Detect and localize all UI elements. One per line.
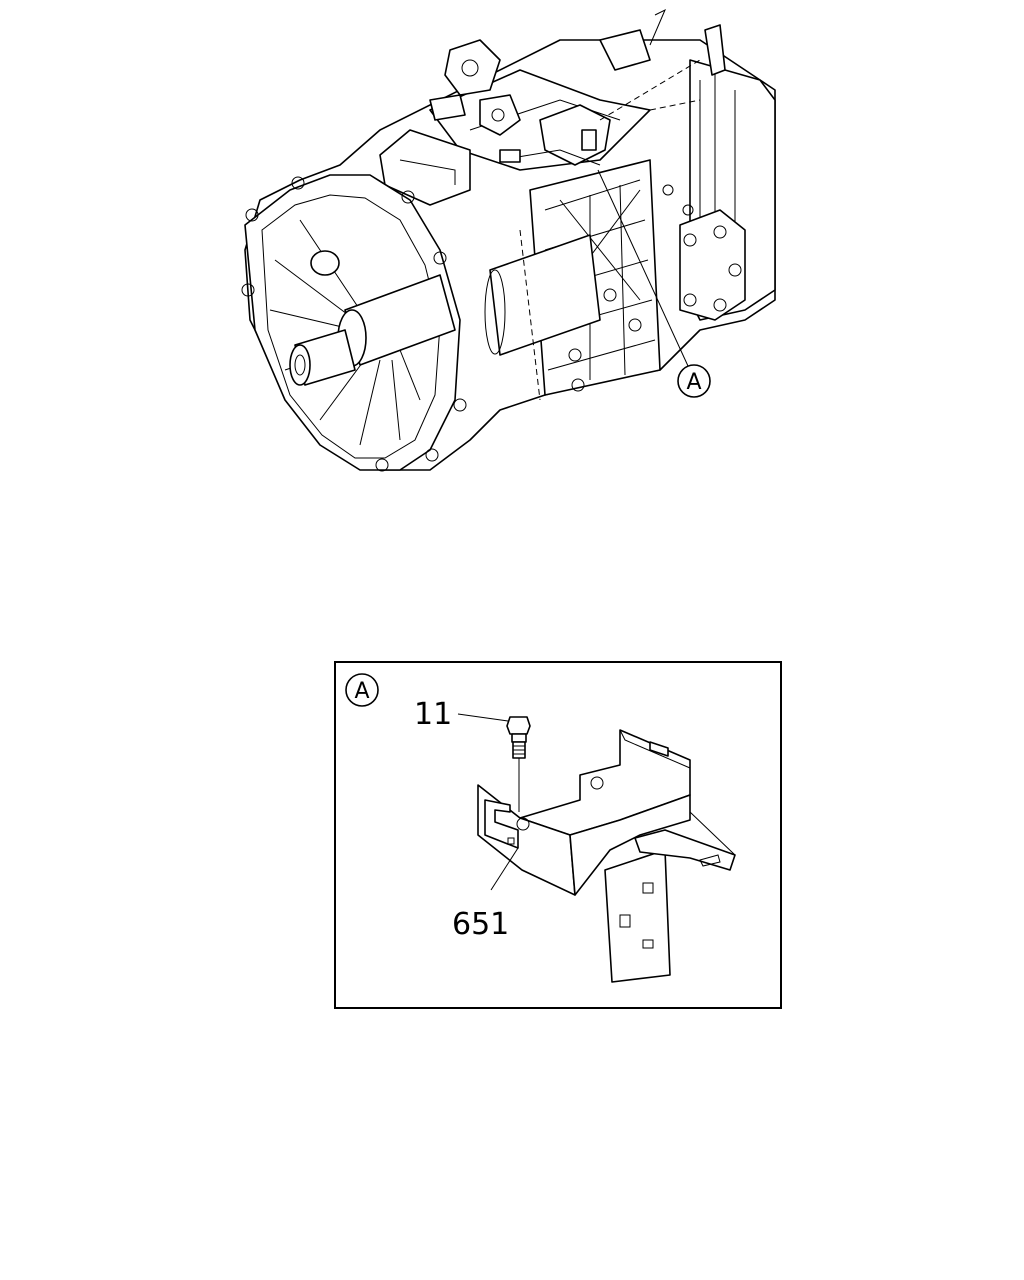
leader-line-a — [597, 169, 689, 367]
part-label-11[interactable]: 11 — [414, 697, 452, 732]
detail-frame — [334, 661, 782, 1009]
leader-line-651 — [490, 847, 519, 891]
leader-line-11 — [457, 713, 509, 722]
callout-a[interactable]: A — [677, 364, 711, 398]
transmission-assembly — [241, 8, 776, 472]
part-label-651[interactable]: 651 — [452, 907, 509, 942]
detail-letter: A — [354, 679, 369, 704]
detail-callout-a: A — [345, 673, 379, 707]
bolt-part-11 — [506, 716, 531, 812]
bracket-part-651 — [477, 729, 736, 983]
callout-a-label: A — [686, 370, 701, 395]
